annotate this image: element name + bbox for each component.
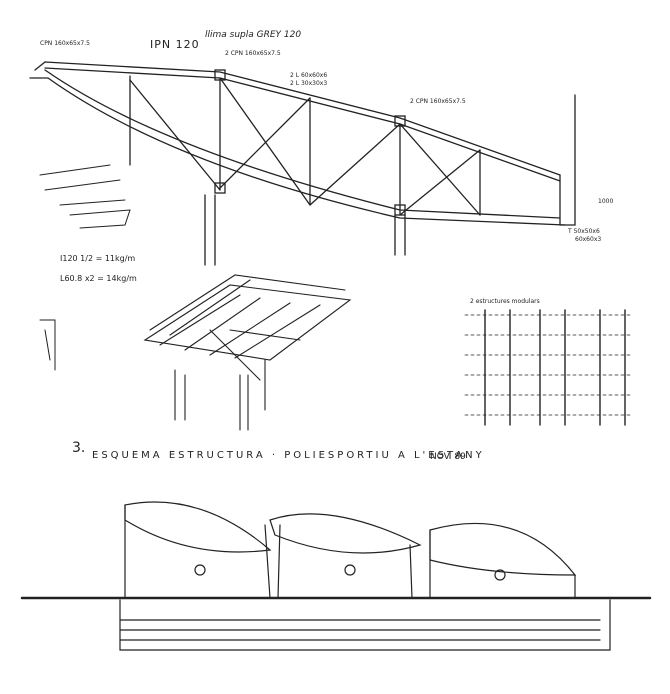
label-cpn-center: 2 CPN 160x65x7.5: [225, 50, 281, 57]
label-angle-2: 2 L 30x30x3: [290, 80, 328, 87]
label-plan-note: 2 estructures modulars: [470, 298, 540, 305]
detail-sketch: [39, 164, 131, 371]
truss-elevation: [29, 61, 576, 266]
label-tee-2: 60x60x3: [575, 236, 602, 243]
label-dimension: 1000: [598, 198, 614, 205]
label-weight-1: I120 1/2 = 11kg/m: [60, 254, 136, 263]
label-cpn-right: 2 CPN 160x65x7.5: [410, 98, 466, 105]
drawing-date: NOV. 89: [430, 452, 466, 462]
label-angle-1: 2 L 60x60x6: [290, 72, 328, 79]
label-note-top: llima supla GREY 120: [205, 30, 302, 40]
isometric-structure: [143, 274, 352, 431]
label-cpn-left: CPN 160x65x7.5: [40, 40, 90, 47]
drawing-caption: ESQUEMA ESTRUCTURA · POLIESPORTIU A L'ES…: [92, 450, 485, 461]
label-ipn: IPN 120: [150, 38, 200, 51]
section-elevation: [20, 501, 652, 651]
label-weight-2: L60.8 x2 = 14kg/m: [60, 274, 137, 283]
plan-grid: [464, 309, 631, 426]
drawing-number: 3.: [72, 440, 86, 456]
label-tee-1: T 50x50x6: [568, 228, 600, 235]
